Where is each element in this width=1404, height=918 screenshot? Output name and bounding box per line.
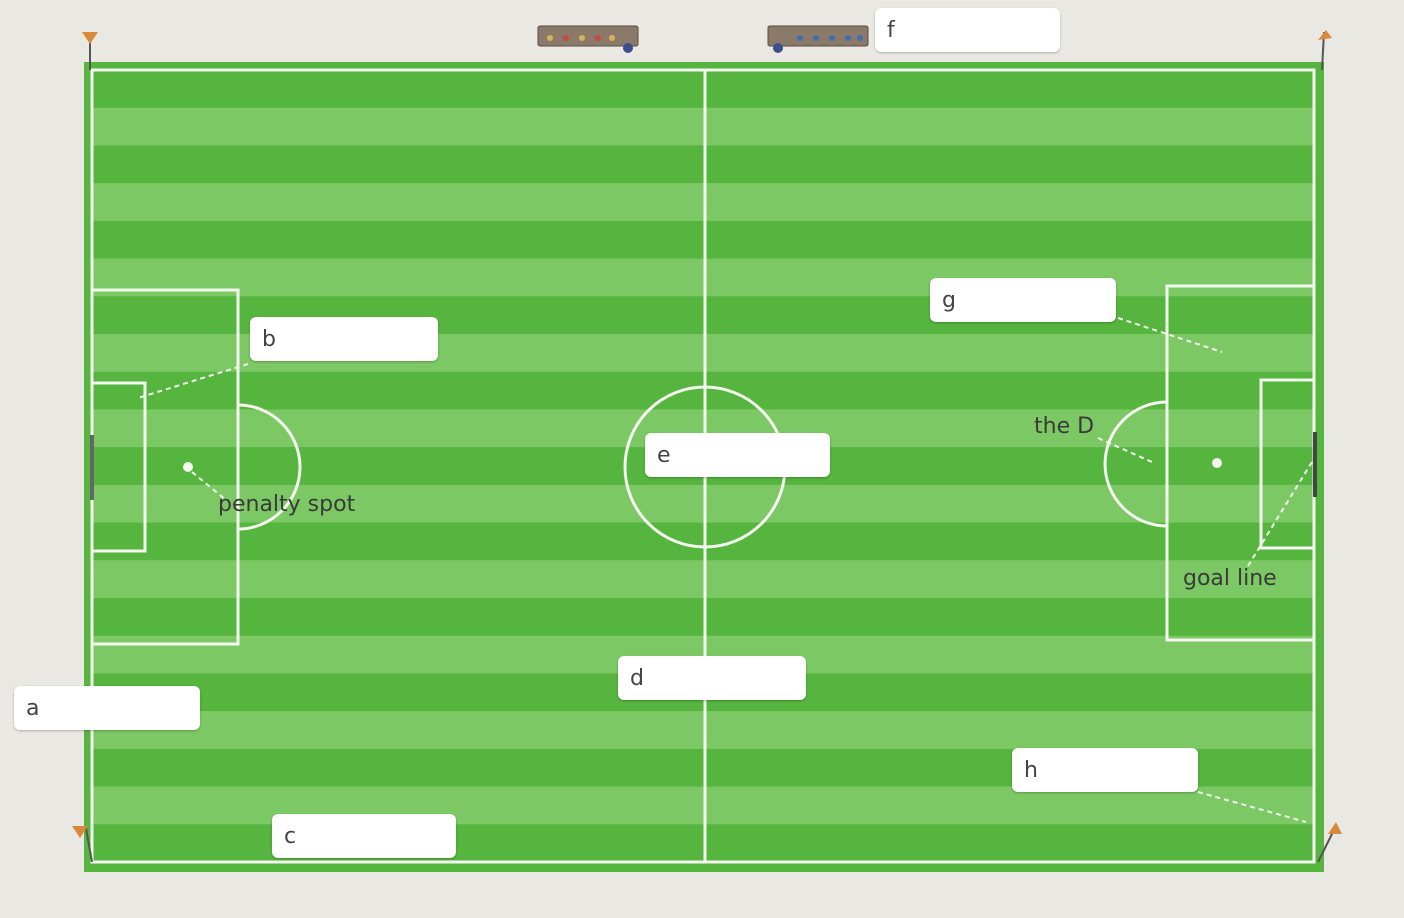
grass-stripe <box>92 560 1314 598</box>
grass-stripe <box>92 259 1314 297</box>
answer-box-f[interactable]: f <box>875 8 1060 52</box>
label-the-d: the D <box>1034 414 1094 439</box>
right-penalty-spot <box>1212 458 1222 468</box>
dugout-icon <box>768 26 868 53</box>
grass-stripe <box>92 108 1314 146</box>
label-goal-line: goal line <box>1183 566 1277 591</box>
answer-box-b[interactable]: b <box>250 317 438 361</box>
answer-box-e[interactable]: e <box>645 433 830 477</box>
grass-stripe <box>92 183 1314 221</box>
answer-letter: d <box>630 666 644 691</box>
answer-letter: g <box>942 288 956 313</box>
dugout-icon <box>538 26 638 53</box>
answer-box-d[interactable]: d <box>618 656 806 700</box>
label-penalty-spot: penalty spot <box>218 492 355 517</box>
answer-box-c[interactable]: c <box>272 814 456 858</box>
answer-box-h[interactable]: h <box>1012 748 1198 792</box>
answer-letter: c <box>284 824 296 849</box>
answer-box-g[interactable]: g <box>930 278 1116 322</box>
answer-letter: f <box>887 18 895 43</box>
answer-letter: e <box>657 443 671 468</box>
answer-letter: b <box>262 327 276 352</box>
left-penalty-spot <box>183 462 193 472</box>
grass-stripe <box>92 711 1314 749</box>
answer-letter: a <box>26 696 39 721</box>
answer-box-a[interactable]: a <box>14 686 200 730</box>
answer-letter: h <box>1024 758 1038 783</box>
